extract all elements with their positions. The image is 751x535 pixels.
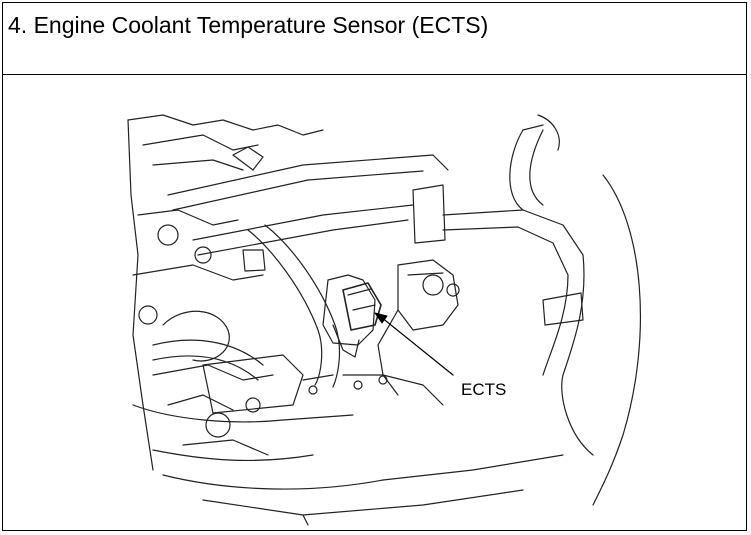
diagram-cell: ECTS: [3, 75, 746, 530]
lower-pipe: [132, 224, 354, 462]
thermostat-housing: [302, 259, 460, 406]
engine-block: [127, 114, 324, 471]
ects-callout-label: ECTS: [461, 380, 506, 399]
coolant-hose: [509, 114, 642, 506]
page-title: 4. Engine Coolant Temperature Sensor (EC…: [8, 12, 489, 38]
lower-outline: [162, 454, 564, 526]
title-cell: 4. Engine Coolant Temperature Sensor (EC…: [3, 3, 746, 75]
intake-rail: [167, 146, 584, 276]
ects-arrowhead: [374, 312, 388, 324]
engine-line-drawing: ECTS: [127, 114, 642, 526]
ects-leader-line: [380, 316, 454, 376]
